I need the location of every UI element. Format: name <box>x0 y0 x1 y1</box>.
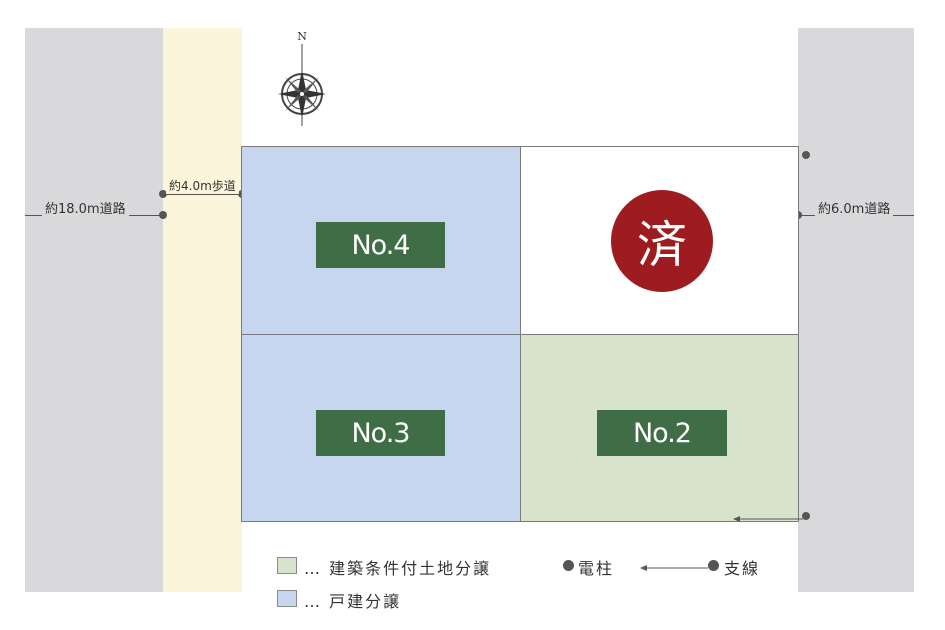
legend-stay-arrow-icon <box>640 559 712 571</box>
sidewalk-label: 約4.0m歩道 <box>166 177 239 194</box>
sidewalk-dimension-end-left <box>159 190 167 198</box>
lot-no4-plate: No.4 <box>316 222 445 268</box>
legend-stay-label: 支線 <box>724 559 761 578</box>
sidewalk <box>163 28 242 592</box>
legend-pole-label: 電柱 <box>578 559 615 578</box>
legend-blue-swatch <box>277 590 297 607</box>
legend-green-label: … 建築条件付土地分譲 <box>304 559 492 578</box>
stay-wire-arrow-icon <box>733 510 805 522</box>
left-road-dimension-end <box>159 211 167 219</box>
lot-no2-plate: No.2 <box>597 410 727 456</box>
legend-stay-pole-icon <box>708 560 719 571</box>
sidewalk-dimension-line <box>163 194 242 195</box>
right-road <box>798 28 914 592</box>
compass-north-label: N <box>297 30 307 43</box>
right-road-label: 約6.0m道路 <box>815 198 894 217</box>
lot-no2 <box>520 334 799 522</box>
sold-stamp: 済 <box>611 190 713 292</box>
legend-pole-icon <box>563 560 574 571</box>
utility-pole-icon <box>802 151 810 159</box>
utility-pole-icon <box>802 512 810 520</box>
lot-no3-plate: No.3 <box>316 410 445 456</box>
compass-icon <box>272 30 332 128</box>
legend-blue-label: … 戸建分譲 <box>304 592 402 611</box>
left-road-label: 約18.0m道路 <box>42 198 129 217</box>
left-road <box>25 28 163 592</box>
legend-green-swatch <box>277 557 297 574</box>
